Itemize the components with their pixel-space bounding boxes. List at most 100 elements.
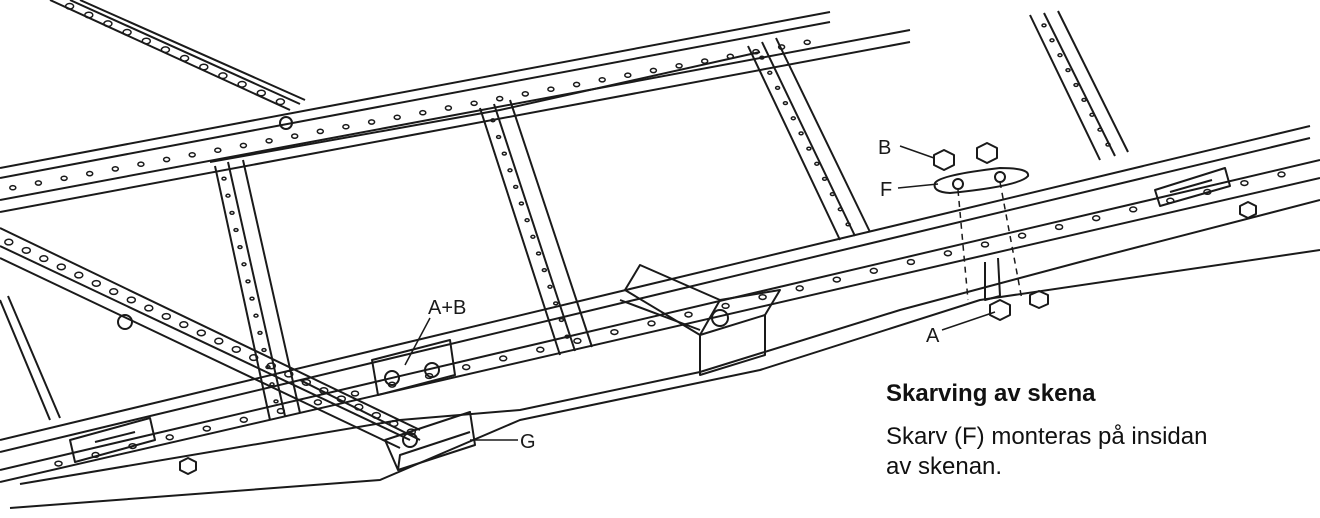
mounting-hole bbox=[406, 428, 417, 436]
mounting-hole bbox=[202, 425, 212, 432]
mounting-hole bbox=[1065, 67, 1071, 73]
mounting-hole bbox=[231, 345, 242, 353]
mounting-hole bbox=[316, 128, 325, 135]
front-strut bbox=[0, 227, 421, 449]
mounting-hole bbox=[39, 255, 49, 263]
mounting-hole bbox=[64, 2, 75, 10]
callout-a-plus-b: A+B bbox=[428, 297, 466, 319]
mounting-hole bbox=[547, 86, 555, 93]
mounting-hole bbox=[91, 279, 102, 287]
main-rail-holes bbox=[54, 171, 1286, 467]
caption-body: Skarv (F) monteras på insidan av skenan. bbox=[886, 423, 1208, 480]
mounting-hole bbox=[387, 381, 397, 388]
mounting-hole bbox=[1017, 232, 1027, 239]
mounting-hole bbox=[1073, 82, 1079, 88]
mounting-hole bbox=[179, 54, 190, 62]
trolley bbox=[619, 264, 781, 376]
mounting-hole bbox=[837, 207, 844, 212]
mounting-hole bbox=[1166, 197, 1175, 204]
mounting-hole bbox=[214, 147, 222, 154]
mounting-hole bbox=[269, 382, 275, 387]
mounting-hole bbox=[518, 201, 525, 206]
mounting-hole bbox=[371, 411, 382, 419]
mounting-hole bbox=[521, 91, 530, 97]
mounting-hole bbox=[4, 238, 14, 246]
mounting-hole bbox=[60, 175, 68, 182]
mounting-hole bbox=[1091, 215, 1101, 222]
mounting-hole bbox=[265, 137, 273, 144]
mounting-hole bbox=[547, 284, 553, 289]
mounting-hole bbox=[767, 70, 773, 75]
mounting-hole bbox=[700, 58, 709, 64]
mounting-hole bbox=[275, 98, 286, 106]
mounting-hole bbox=[128, 442, 137, 450]
mounting-hole bbox=[1089, 112, 1095, 117]
mounting-hole bbox=[21, 246, 32, 254]
rail-nuts bbox=[117, 116, 1257, 475]
mounting-hole bbox=[389, 420, 399, 428]
mounting-hole bbox=[598, 76, 606, 83]
mounting-hole bbox=[943, 250, 953, 257]
mounting-hole bbox=[284, 370, 294, 378]
upper-strut-holes bbox=[64, 2, 286, 106]
mounting-hole bbox=[91, 451, 100, 459]
mounting-hole bbox=[122, 28, 132, 36]
callout-b: B bbox=[878, 137, 891, 159]
rail-end-fittings bbox=[69, 167, 1231, 463]
mounting-hole bbox=[367, 119, 376, 125]
mounting-hole bbox=[256, 89, 267, 97]
mounting-hole bbox=[795, 285, 804, 292]
mounting-hole bbox=[1057, 53, 1063, 58]
mounting-hole bbox=[276, 407, 286, 415]
mounting-hole bbox=[803, 39, 811, 46]
mounting-hole bbox=[774, 85, 781, 91]
mounting-hole bbox=[84, 11, 94, 19]
mounting-hole bbox=[752, 48, 760, 55]
mounting-hole bbox=[649, 67, 658, 74]
bracket-g bbox=[384, 411, 476, 471]
joint-parts bbox=[933, 142, 1049, 321]
mounting-hole bbox=[241, 262, 247, 267]
mounting-hole bbox=[814, 161, 820, 166]
mounting-hole bbox=[290, 133, 299, 139]
mounting-hole bbox=[821, 176, 828, 182]
mounting-hole bbox=[162, 156, 171, 163]
mounting-hole bbox=[782, 100, 789, 106]
mounting-hole bbox=[111, 166, 120, 172]
mounting-hole bbox=[319, 387, 329, 395]
mounting-hole bbox=[535, 251, 542, 256]
mounting-hole bbox=[221, 176, 227, 181]
mounting-hole bbox=[229, 210, 235, 216]
mounting-hole bbox=[165, 434, 174, 441]
mounting-hole bbox=[56, 263, 67, 271]
mounting-hole bbox=[419, 109, 427, 116]
rung-3-holes bbox=[759, 55, 851, 227]
rung-4-holes bbox=[1041, 23, 1111, 147]
mounting-hole bbox=[1203, 188, 1212, 196]
mounting-hole bbox=[188, 151, 196, 158]
mounting-hole bbox=[144, 304, 154, 312]
mounting-hole bbox=[564, 334, 570, 339]
mounting-hole bbox=[501, 151, 508, 156]
mounting-hole bbox=[829, 191, 836, 197]
mounting-hole bbox=[498, 355, 508, 362]
mounting-hole bbox=[137, 161, 145, 168]
callout-leaders bbox=[404, 145, 996, 441]
mounting-hole bbox=[1054, 223, 1064, 231]
mounting-hole bbox=[393, 114, 401, 121]
mounting-hole bbox=[239, 142, 248, 149]
callout-f: F bbox=[880, 179, 892, 201]
mounting-hole bbox=[541, 267, 548, 273]
mounting-hole bbox=[536, 346, 545, 353]
caption-title: Skarving av skena bbox=[886, 380, 1096, 407]
caption-block: Skarving av skena Skarv (F) monteras på … bbox=[886, 380, 1306, 482]
front-strut-holes bbox=[4, 238, 417, 436]
mounting-hole bbox=[906, 258, 916, 266]
mounting-hole bbox=[832, 276, 842, 283]
mounting-hole bbox=[1128, 206, 1138, 213]
mounting-hole bbox=[1277, 171, 1286, 178]
mounting-hole bbox=[225, 193, 231, 198]
mounting-hole bbox=[1041, 23, 1047, 28]
rung-1-holes bbox=[221, 176, 279, 404]
